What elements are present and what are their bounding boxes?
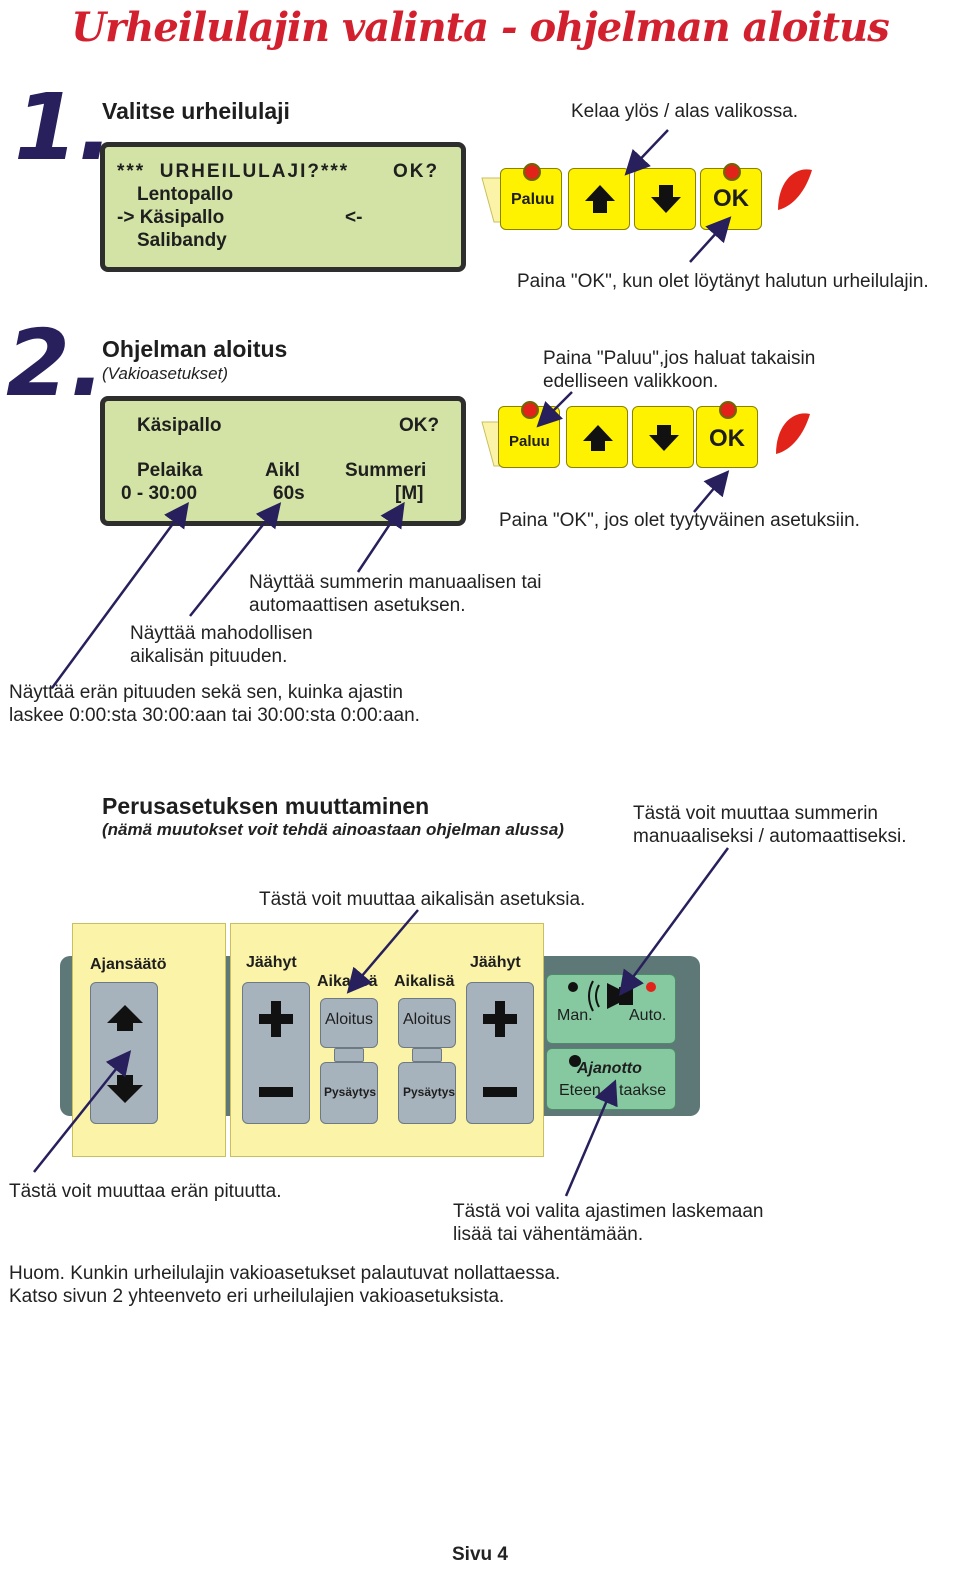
display-timeout-value: 60s bbox=[273, 483, 305, 504]
note-back: Paina "Paluu",jos haluat takaisin edelli… bbox=[543, 348, 816, 392]
back-button-label: Paluu bbox=[509, 433, 550, 450]
cooldown-right-label: Jäähyt bbox=[470, 954, 521, 971]
note-summary: Katso sivun 2 yhteenveto eri urheilulaji… bbox=[9, 1286, 505, 1307]
step-1-number: 1. bbox=[14, 74, 113, 181]
manual-label: Man. bbox=[557, 1007, 593, 1024]
link-bar-right bbox=[412, 1048, 442, 1062]
display-buzzer-label: Summeri bbox=[345, 460, 427, 481]
manual-led bbox=[568, 982, 578, 992]
note-buzzer-change: Tästä voit muuttaa summerin manuaaliseks… bbox=[633, 803, 907, 847]
backward-label: taakse bbox=[619, 1082, 667, 1099]
timing-direction-button[interactable]: Ajanotto Eteen taakse bbox=[546, 1048, 676, 1110]
up-down-arrows-icon bbox=[107, 1005, 143, 1103]
display-period-label: Pelaika bbox=[137, 460, 203, 481]
note-ok-confirm: Paina "OK", jos olet tyytyväinen asetuks… bbox=[499, 510, 860, 531]
keypad-2: Paluu OK bbox=[478, 401, 818, 484]
display-line-4: Salibandy bbox=[137, 230, 227, 251]
stop-left-button[interactable]: Pysäytys bbox=[320, 1062, 378, 1124]
display-sport: Käsipallo bbox=[137, 415, 222, 436]
back-button-label: Paluu bbox=[511, 191, 555, 208]
cooldown-left-label: Jäähyt bbox=[246, 954, 297, 971]
section-3-subheading: (nämä muutokset voit tehdä ainoastaan oh… bbox=[102, 820, 564, 839]
display-period-value: 0 - 30:00 bbox=[121, 483, 198, 504]
note-buzzer-display: Näyttää summerin manuaalisen tai automaa… bbox=[249, 572, 542, 616]
note-reset: Huom. Kunkin urheilulajin vakioasetukset… bbox=[9, 1263, 561, 1284]
page-number: Sivu 4 bbox=[452, 1544, 508, 1565]
timeout-right-label: Aikalisä bbox=[394, 973, 455, 990]
ok-led-2 bbox=[719, 401, 737, 419]
step-2-heading: Ohjelman aloitus bbox=[102, 336, 288, 362]
back-led-2 bbox=[521, 401, 539, 419]
stop-left-label: Pysäytys bbox=[324, 1085, 377, 1099]
ok-button-2[interactable]: OK bbox=[696, 401, 758, 468]
step-2-subheading: (Vakioasetukset) bbox=[102, 364, 228, 383]
note-scroll: Kelaa ylös / alas valikossa. bbox=[571, 101, 799, 122]
ok-button-label: OK bbox=[713, 185, 749, 212]
start-left-label: Aloitus bbox=[325, 1011, 374, 1028]
forward-label: Eteen bbox=[559, 1082, 601, 1099]
timeout-left-label: Aikalisä bbox=[317, 973, 378, 990]
note-timeout-change: Tästä voit muuttaa aikalisän asetuksia. bbox=[259, 889, 586, 910]
down-button-1[interactable] bbox=[634, 168, 696, 230]
note-period-change: Tästä voit muuttaa erän pituutta. bbox=[9, 1181, 282, 1202]
back-led-1 bbox=[523, 163, 541, 181]
link-bar-left bbox=[334, 1048, 364, 1062]
step-1-heading: Valitse urheilulaji bbox=[102, 98, 290, 124]
page-title: Urheilulajin valinta - ohjelman aloitus bbox=[71, 4, 889, 51]
down-arrow-icon bbox=[649, 425, 679, 451]
keypad-1: Paluu OK bbox=[478, 160, 818, 240]
auto-label: Auto. bbox=[629, 1007, 667, 1024]
back-button-1[interactable]: Paluu bbox=[500, 163, 562, 230]
display-ok-prompt: OK? bbox=[399, 415, 440, 436]
display-line-2: Lentopallo bbox=[137, 184, 234, 205]
up-button-1[interactable] bbox=[568, 168, 630, 230]
timing-led-icon bbox=[569, 1055, 581, 1067]
start-left-button[interactable]: Aloitus bbox=[320, 998, 378, 1048]
cooldown-right-button[interactable] bbox=[466, 982, 534, 1124]
cooldown-left-button[interactable] bbox=[242, 982, 310, 1124]
sport-select-display: *** URHEILULAJI?*** OK? Lentopallo -> Kä… bbox=[100, 142, 466, 272]
display-line-3: -> Käsipallo bbox=[117, 207, 225, 228]
ok-button-label: OK bbox=[709, 425, 745, 452]
display-timeout-label: Aikl bbox=[265, 460, 300, 481]
default-settings-display: Käsipallo OK? Pelaika 0 - 30:00 Aikl 60s… bbox=[100, 396, 466, 526]
start-right-label: Aloitus bbox=[403, 1011, 452, 1028]
note-direction-change: Tästä voi valita ajastimen laskemaan lis… bbox=[453, 1201, 764, 1245]
start-right-button[interactable]: Aloitus bbox=[398, 998, 456, 1048]
buzzer-mode-button[interactable]: Man. Auto. bbox=[546, 974, 676, 1044]
display-line-1: *** URHEILULAJI?*** bbox=[117, 161, 350, 182]
step-2-number: 2. bbox=[6, 310, 105, 417]
ok-button-1[interactable]: OK bbox=[700, 163, 762, 230]
display-ok-prompt: OK? bbox=[393, 161, 440, 182]
plus-minus-icon bbox=[483, 1001, 517, 1097]
display-selection-marker: <- bbox=[345, 207, 363, 228]
stop-right-label: Pysäytys bbox=[403, 1085, 456, 1099]
note-period-display: Näyttää erän pituuden sekä sen, kuinka a… bbox=[9, 682, 420, 726]
timing-label: Ajanotto bbox=[577, 1060, 642, 1077]
up-arrow-icon bbox=[585, 185, 615, 213]
down-button-2[interactable] bbox=[632, 406, 694, 468]
stop-right-button[interactable]: Pysäytys bbox=[398, 1062, 456, 1124]
plus-minus-icon bbox=[259, 1001, 293, 1097]
back-button-2[interactable]: Paluu bbox=[498, 401, 560, 468]
ok-led-1 bbox=[723, 163, 741, 181]
auto-led bbox=[646, 982, 656, 992]
note-ok-select: Paina "OK", kun olet löytänyt halutun ur… bbox=[517, 271, 929, 292]
down-arrow-icon bbox=[651, 185, 681, 213]
time-adjust-button[interactable] bbox=[90, 982, 158, 1124]
time-adjust-label: Ajansäätö bbox=[90, 956, 167, 973]
display-buzzer-value: [M] bbox=[395, 483, 424, 504]
section-3-heading: Perusasetuksen muuttaminen bbox=[102, 793, 430, 819]
up-button-2[interactable] bbox=[566, 406, 628, 468]
note-timeout-display: Näyttää mahodollisen aikalisän pituuden. bbox=[130, 623, 313, 667]
up-arrow-icon bbox=[583, 425, 613, 451]
